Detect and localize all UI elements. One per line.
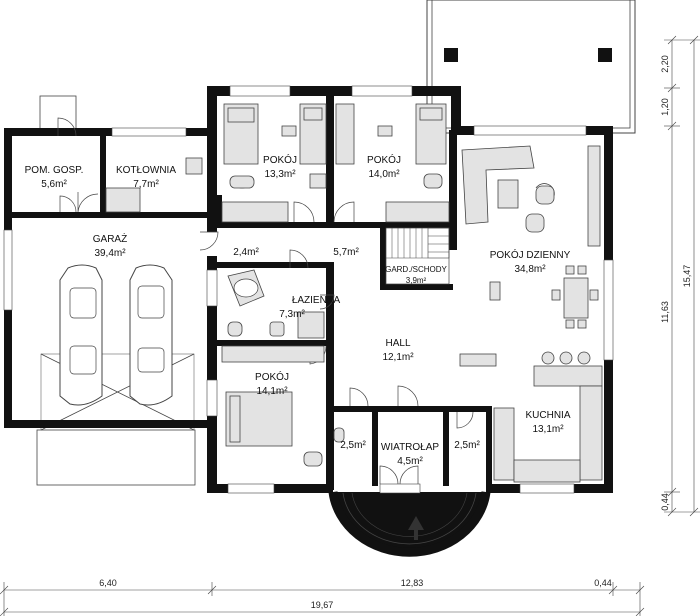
dim-right-top-2: 1,20 bbox=[660, 98, 670, 116]
garage-cars bbox=[59, 264, 173, 406]
pokoj-1-area: 13,3m² bbox=[264, 169, 296, 180]
bedroom-3-furniture bbox=[225, 391, 323, 467]
kuchnia-area: 13,1m² bbox=[532, 424, 564, 435]
windows bbox=[3, 85, 614, 494]
gard-schody-area: 3,9m² bbox=[406, 276, 427, 285]
pokoj-3-name: POKÓJ bbox=[255, 370, 289, 383]
bathroom-fixtures bbox=[227, 269, 345, 443]
dim-right-total: 15,47 bbox=[682, 265, 692, 288]
bedroom-1-furniture bbox=[223, 103, 327, 189]
gard-schody-name: GARD./SCHODY bbox=[385, 265, 447, 274]
korytarz-1-area: 2,4m² bbox=[233, 247, 259, 258]
boiler bbox=[185, 157, 203, 175]
pokoj-dzienny-name: POKÓJ DZIENNY bbox=[490, 248, 571, 261]
wc-area: 2,5m² bbox=[340, 440, 366, 451]
garaz-name: GARAŻ bbox=[93, 232, 127, 245]
bottom-dimensions: 6,40 12,83 0,44 19,67 bbox=[0, 578, 645, 616]
pokoj-1-name: POKÓJ bbox=[263, 153, 297, 166]
kotlownia-name: KOTŁOWNIA bbox=[116, 165, 176, 176]
kotlownia-area: 7,7m² bbox=[133, 179, 159, 190]
room-labels: POM. GOSP. 5,6m² KOTŁOWNIA 7,7m² POKÓJ 1… bbox=[25, 153, 571, 467]
inner-walls bbox=[4, 86, 492, 492]
kuchnia-name: KUCHNIA bbox=[525, 410, 570, 421]
pom-gosp-area: 5,6m² bbox=[41, 179, 67, 190]
pokoj-3-area: 14,1m² bbox=[256, 386, 288, 397]
kitchen-fixtures bbox=[493, 351, 603, 483]
pokoj-2-name: POKÓJ bbox=[367, 153, 401, 166]
pokoj-2-area: 14,0m² bbox=[368, 169, 400, 180]
pom-gosp-name: POM. GOSP. bbox=[25, 165, 84, 176]
dim-right-top-1: 2,20 bbox=[660, 55, 670, 73]
living-room-furniture bbox=[459, 145, 601, 367]
dim-bottom-total: 19,67 bbox=[311, 600, 334, 610]
korytarz-2-area: 5,7m² bbox=[333, 247, 359, 258]
pokoj-dzienny-area: 34,8m² bbox=[514, 264, 546, 275]
hall-area: 12,1m² bbox=[382, 352, 414, 363]
dim-right-bottom: 0,44 bbox=[660, 493, 670, 511]
wiatrolap-name: WIATROŁAP bbox=[381, 442, 439, 453]
dim-bottom-middle: 12,83 bbox=[401, 578, 424, 588]
stairs bbox=[385, 227, 450, 285]
hall-name: HALL bbox=[385, 338, 410, 349]
wiatrolap-area: 4,5m² bbox=[397, 456, 423, 467]
garaz-area: 39,4m² bbox=[94, 248, 126, 259]
entrance-bay bbox=[328, 483, 491, 557]
spizarnia-area: 2,5m² bbox=[454, 440, 480, 451]
dim-right-middle: 11,63 bbox=[660, 301, 670, 323]
dim-bottom-right: 0,44 bbox=[594, 578, 612, 588]
doors bbox=[57, 117, 474, 485]
lazienka-name: ŁAZIENKA bbox=[292, 295, 341, 306]
bedroom-2-furniture bbox=[335, 103, 447, 189]
lazienka-area: 7,3m² bbox=[279, 309, 305, 320]
dim-bottom-left: 6,40 bbox=[99, 578, 117, 588]
right-dimensions: 2,20 1,20 11,63 0,44 15,47 bbox=[660, 35, 700, 517]
wardrobes bbox=[105, 187, 450, 363]
